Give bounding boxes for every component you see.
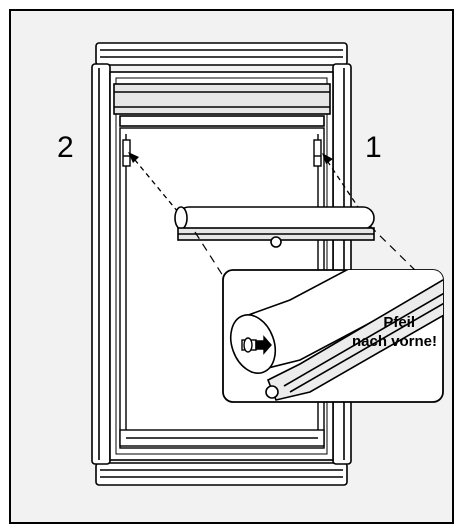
step-label-left: 2 <box>57 131 74 164</box>
arrow-pin-icon <box>241 335 272 355</box>
callout-text: Pfeil nach vorne! <box>352 313 437 351</box>
step-label-right: 1 <box>365 131 382 164</box>
insertion-path-left <box>134 159 179 213</box>
roller-blind <box>174 206 375 248</box>
callout-line-2: nach vorne! <box>351 333 437 350</box>
arrowhead-right <box>322 153 333 164</box>
arrowhead-left <box>128 152 139 163</box>
zoom-roller-detail <box>229 270 443 401</box>
head-rail <box>113 83 331 127</box>
insertion-path-right <box>327 161 361 211</box>
bracket-right <box>313 139 322 167</box>
callout-line-1: Pfeil <box>383 314 415 331</box>
